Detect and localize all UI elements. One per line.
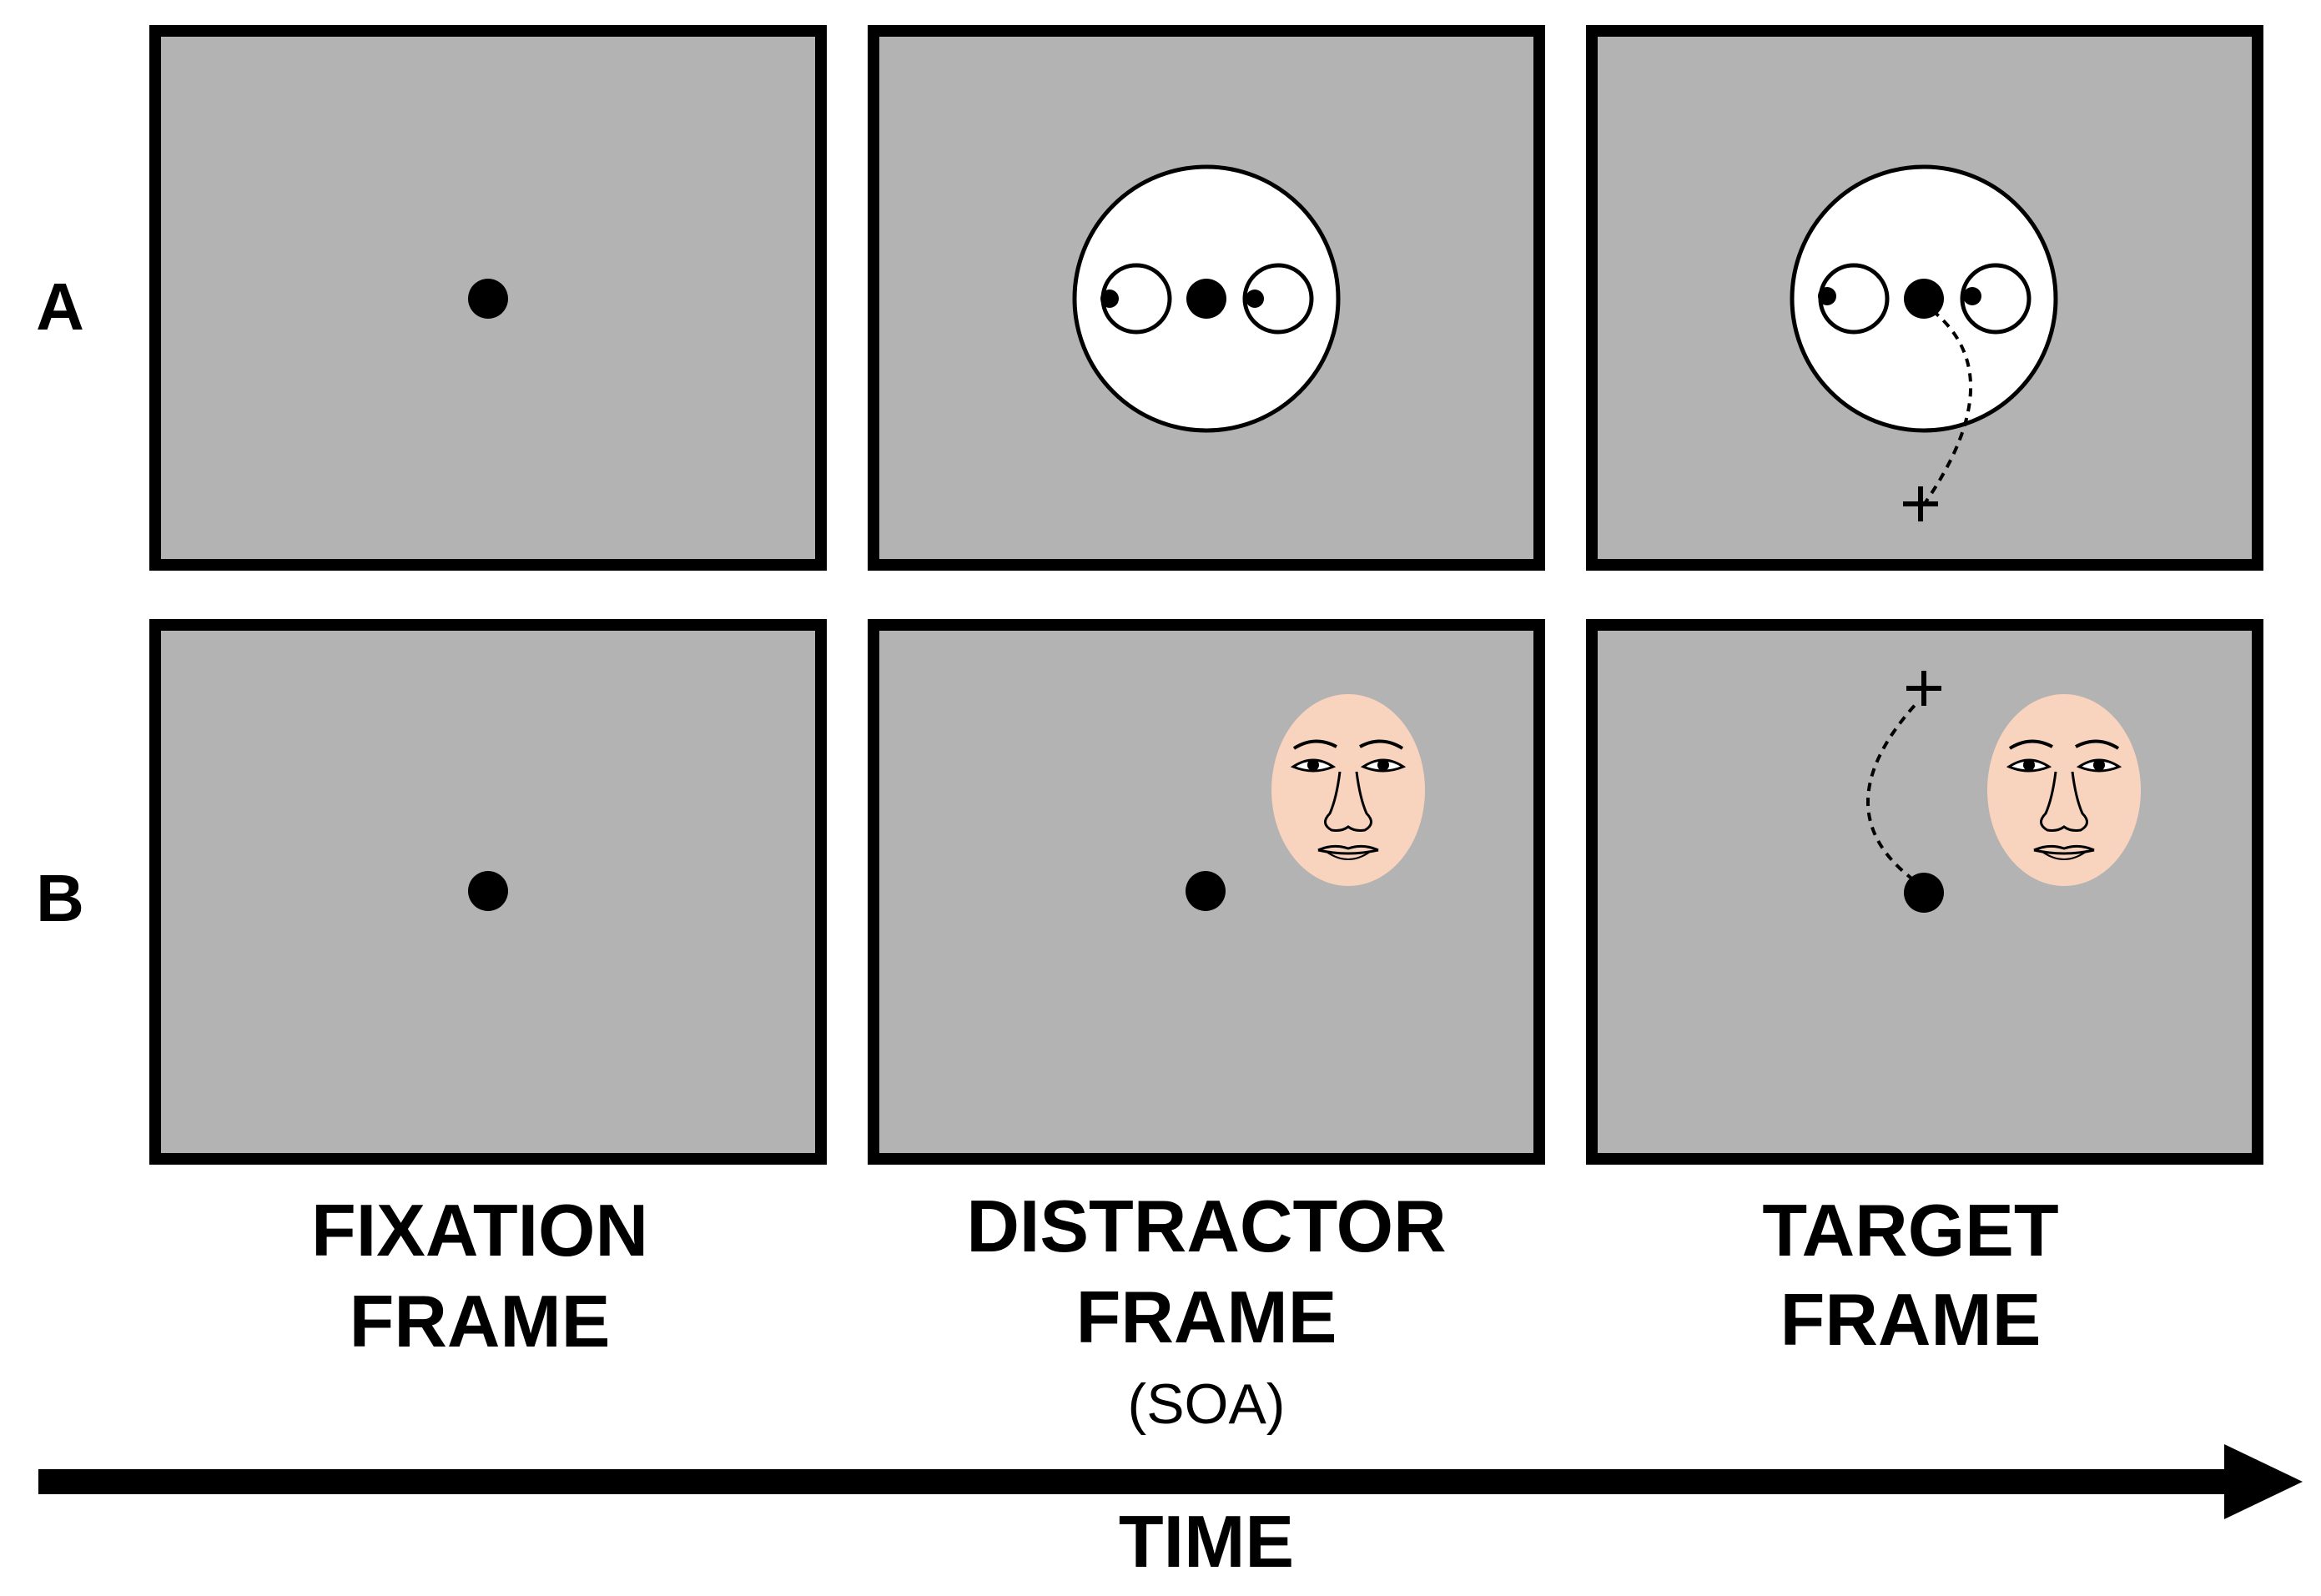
fixation-dot-icon [1904, 873, 1944, 913]
distractor-frame-b [868, 619, 1545, 1165]
distractor-label-line2: FRAME [1076, 1276, 1337, 1358]
row-label-a: A [36, 269, 84, 344]
human-face-icon [1986, 692, 2142, 888]
distractor-label-line1: DISTRACTOR [966, 1185, 1446, 1267]
target-label-line2: FRAME [1780, 1278, 2042, 1361]
fixation-label-line1: FIXATION [311, 1189, 648, 1271]
column-labels: FIXATION FRAME DISTRACTOR FRAME (SOA) TA… [311, 1185, 2059, 1436]
target-frame-a [1586, 25, 2263, 571]
time-arrow-shaft [38, 1469, 2233, 1494]
time-axis-label: TIME [1119, 1500, 1294, 1583]
arrow-head-icon [2224, 1444, 2303, 1519]
row-b: B [36, 619, 2263, 1165]
distractor-frame-a [868, 25, 1545, 571]
time-axis: TIME [38, 1444, 2303, 1583]
fixation-frame-b [149, 619, 827, 1165]
fixation-dot-icon [1904, 279, 1944, 319]
row-a: A [36, 25, 2263, 571]
target-frame-b [1586, 619, 2263, 1165]
distractor-label-sub: (SOA) [1128, 1372, 1286, 1436]
target-label-line1: TARGET [1762, 1189, 2058, 1271]
fixation-dot-icon [1186, 279, 1226, 319]
plus-target-icon [1906, 671, 1941, 706]
fixation-dot-icon [1186, 871, 1226, 911]
right-eye-icon [1960, 263, 2032, 335]
saccade-path-icon [1924, 309, 1973, 504]
fixation-dot-icon [468, 871, 508, 911]
row-label-b: B [36, 861, 84, 935]
fixation-label-line2: FRAME [350, 1280, 611, 1362]
fixation-frame-a [149, 25, 827, 571]
human-face-icon [1270, 692, 1427, 888]
saccade-path-icon [1866, 701, 1919, 882]
frame-panel [1586, 25, 2263, 571]
plus-target-icon [1903, 486, 1938, 521]
fixation-dot-icon [468, 279, 508, 319]
right-eye-icon [1242, 263, 1314, 335]
